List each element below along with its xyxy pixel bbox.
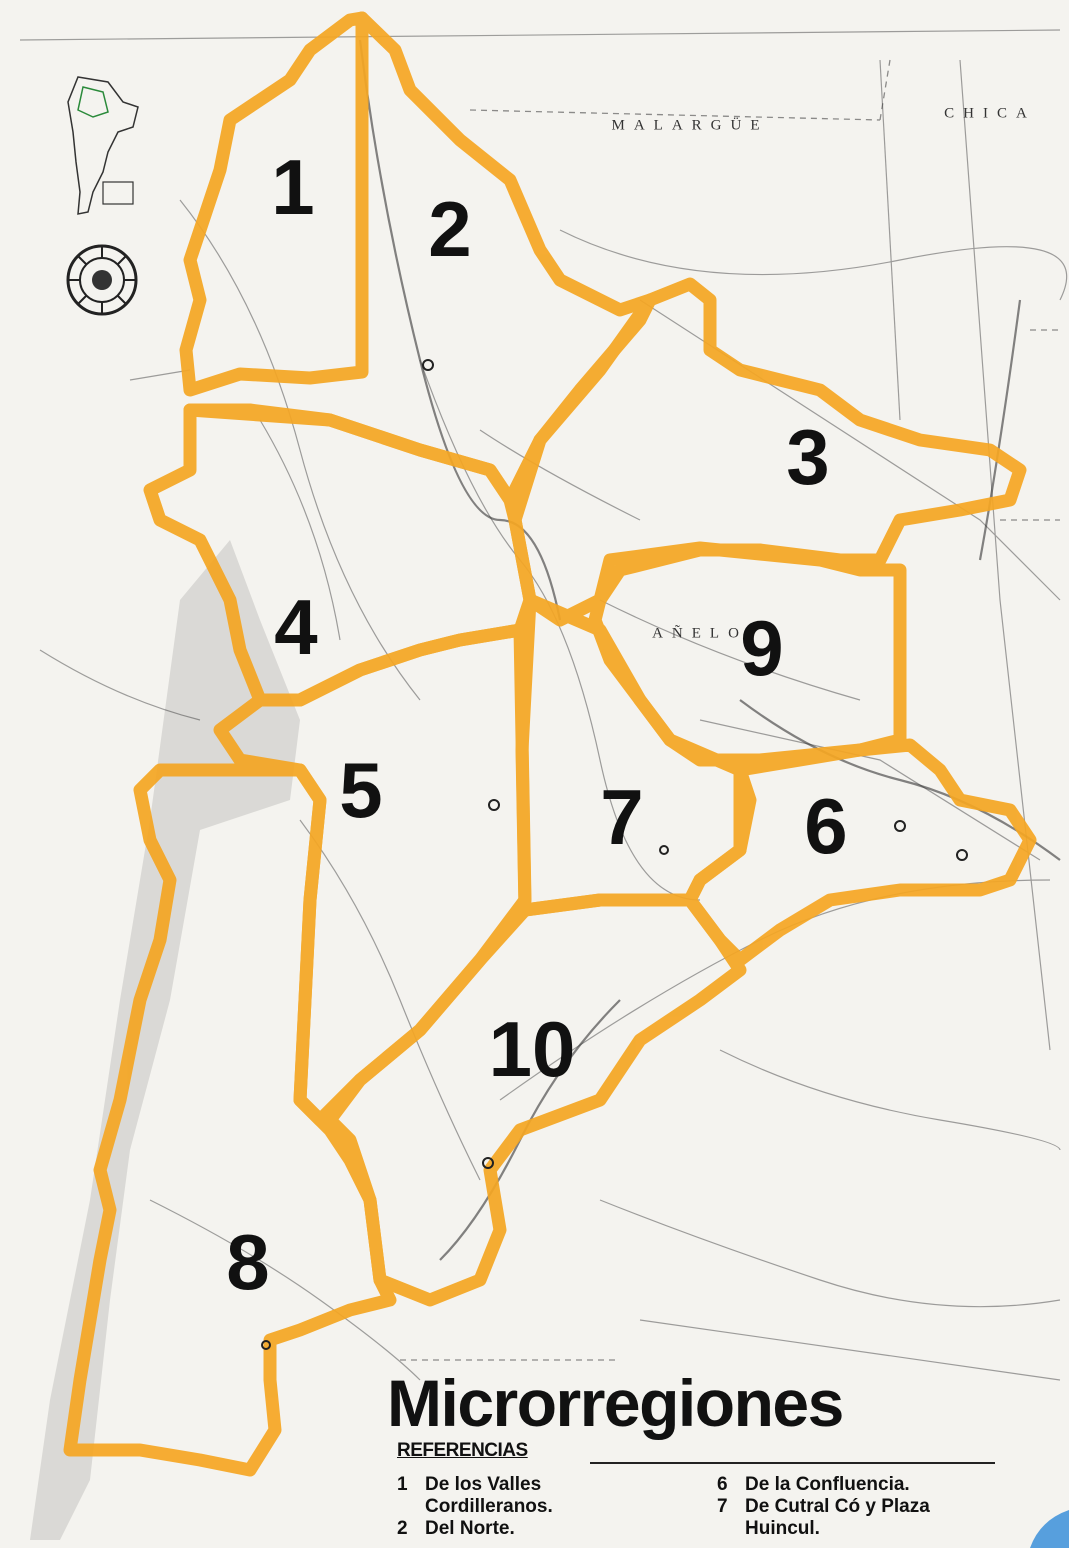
legend-item-number: 2 <box>397 1518 408 1539</box>
region-10-outline <box>323 893 747 1307</box>
legend-heading: REFERENCIAS <box>397 1440 528 1461</box>
legend-left-column: 1 De los Valles Cordilleranos. 2 Del Nor… <box>397 1474 553 1540</box>
place-label-anelo: AÑELO <box>652 625 748 642</box>
scan-corner-mark <box>1030 1510 1069 1548</box>
legend-item-text: De los Valles Cordilleranos. <box>425 1474 553 1517</box>
legend-item: 2 Del Norte. <box>397 1518 553 1540</box>
legend-right-column: 6 De la Confluencia. 7 De Cutral Có y Pl… <box>717 1474 930 1540</box>
region-1-outline <box>179 11 369 397</box>
region-number-7: 7 <box>600 773 644 861</box>
legend-rule <box>590 1462 995 1464</box>
region-number-10: 10 <box>488 1005 576 1093</box>
legend-item-text: Del Norte. <box>425 1518 515 1539</box>
region-5-outline <box>213 623 532 1127</box>
legend-item-text: De la Confluencia. <box>745 1474 910 1495</box>
legend-item-number: 7 <box>717 1496 728 1517</box>
region-number-8: 8 <box>226 1218 270 1306</box>
region-number-6: 6 <box>804 782 848 870</box>
legend-item-number: 6 <box>717 1474 728 1495</box>
legend-item: 1 De los Valles Cordilleranos. <box>397 1474 553 1518</box>
place-label-malargue: MALARGÜE <box>611 117 769 134</box>
map-dashed-borders <box>400 59 1060 1361</box>
region-number-4: 4 <box>274 583 318 671</box>
region-number-9: 9 <box>740 604 784 692</box>
region-number-1: 1 <box>271 143 315 231</box>
legend-item: 6 De la Confluencia. <box>717 1474 930 1496</box>
place-label-chica: CHICA <box>944 105 1036 122</box>
region-number-3: 3 <box>786 413 830 501</box>
town-markers <box>261 359 968 1350</box>
legend-item: 7 De Cutral Có y Plaza Huincul. <box>717 1496 930 1540</box>
argentina-inset-icon <box>67 76 139 215</box>
region-2-outline <box>183 11 657 507</box>
region-8-outline <box>63 763 397 1477</box>
region-3-outline <box>508 277 1027 627</box>
region-outlines <box>63 11 1037 1477</box>
legend-item-number: 1 <box>397 1474 408 1495</box>
region-6-outline <box>683 738 1037 967</box>
coat-of-arms-icon <box>66 244 138 316</box>
legend-title: Microrregiones <box>387 1366 844 1440</box>
region-number-2: 2 <box>428 185 472 273</box>
legend-item-text: De Cutral Có y Plaza Huincul. <box>745 1496 930 1539</box>
region-number-5: 5 <box>339 746 383 834</box>
